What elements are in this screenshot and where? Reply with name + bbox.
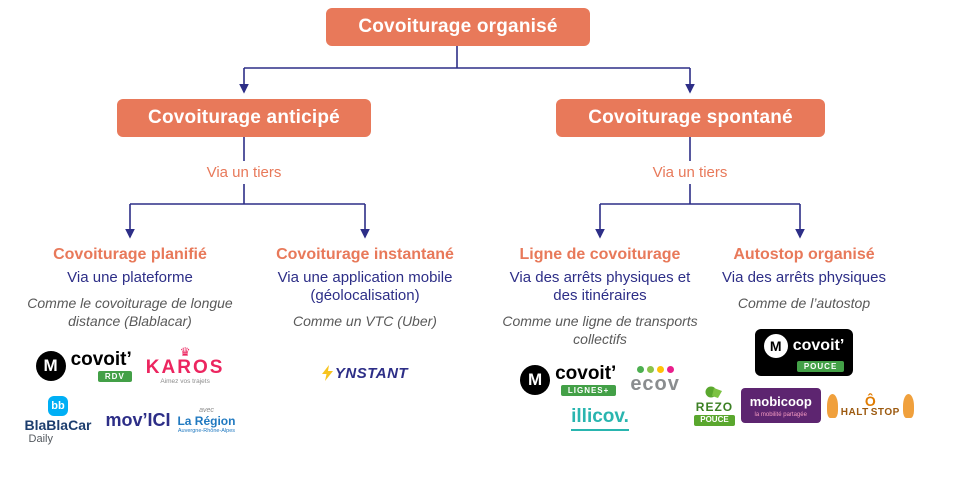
- logo-movici: mov’ICI avec La Région Auvergne-Rhône-Al…: [105, 407, 235, 434]
- rezo-pouce-badge: POUCE: [694, 415, 735, 426]
- crown-icon: ♛: [179, 345, 191, 360]
- leaf-covoiturage-instantane: Covoiturage instantané Via une applicati…: [257, 246, 473, 382]
- logo-ecov: ecov: [630, 366, 680, 394]
- root-node: Covoiturage organisé: [326, 8, 590, 46]
- covoit-rdv-badge: RDV: [97, 371, 132, 383]
- blablacar-daily-label: Daily: [28, 433, 53, 446]
- movici-avec-label: avec: [199, 407, 214, 415]
- logo-illicov: illicov.: [571, 406, 629, 432]
- covoit-pouce-badge: POUCE: [796, 360, 845, 372]
- logo-mobicoop: mobicoop la mobilité partagée: [740, 388, 821, 424]
- thumb-icon: [705, 386, 723, 398]
- logo-rezo-pouce: REZO POUCE: [694, 386, 735, 426]
- mobicoop-tagline: la mobilité partagée: [754, 411, 807, 418]
- logo-covoit-rdv: M covoit’ RDV: [35, 349, 132, 383]
- leaf-example-instantane: Comme un VTC (Uber): [293, 313, 437, 330]
- illicov-wordmark: illicov.: [571, 406, 629, 432]
- leaf-title-instantane: Covoiturage instantané: [276, 246, 454, 263]
- halt-o-letter: Ô: [864, 392, 876, 409]
- leaf-subtitle-ligne: Via des arrêts physiques et des itinérai…: [509, 269, 691, 305]
- leaf-title-planifie: Covoiturage planifié: [53, 246, 207, 263]
- region-subtitle: Auvergne-Rhône-Alpes: [177, 428, 236, 435]
- mobicoop-wordmark: mobicoop: [749, 394, 812, 410]
- leaf-ligne-covoiturage: Ligne de covoiturage Via des arrêts phys…: [496, 246, 704, 432]
- leaf-title-autostop: Autostop organisé: [733, 246, 875, 263]
- leaf-autostop-organise: Autostop organisé Via des arrêts physiqu…: [694, 246, 914, 426]
- ecov-wordmark: ecov: [630, 373, 680, 396]
- logo-ynstant: YNSTANT: [321, 364, 409, 382]
- leaf-example-ligne: Comme une ligne de transports collectifs: [502, 313, 698, 347]
- covoit-wordmark: covoit’: [792, 336, 845, 354]
- blablacar-icon: bb: [47, 395, 68, 416]
- covoit-lignes-badge: LIGNES+: [560, 385, 617, 397]
- logo-blablacar-daily: bb BlaBlaCar Daily: [24, 395, 92, 446]
- leaf-subtitle-instantane: Via une application mobile (géolocalisat…: [277, 269, 453, 305]
- lightning-bolt-icon: [321, 365, 333, 382]
- branch-node-spontane: Covoiturage spontané: [556, 99, 825, 137]
- rezo-wordmark: REZO: [695, 399, 734, 414]
- leaf-subtitle-planifie: Via une plateforme: [67, 269, 193, 287]
- logo-karos: ♛ KAROS Aimez vos trajets: [146, 346, 225, 386]
- logo-covoit-lignes: M covoit’ LIGNES+: [520, 363, 617, 397]
- logo-covoit-pouce: M covoit’ POUCE: [754, 328, 854, 376]
- covoit-m-icon: M: [520, 365, 551, 396]
- ecov-dots-icon: [636, 366, 674, 374]
- halt-word: HALT: [840, 406, 869, 418]
- mascot-left-icon: [826, 393, 838, 418]
- via-tiers-label-right: Via un tiers: [652, 164, 728, 181]
- branch-node-anticipe: Covoiturage anticipé: [117, 99, 371, 137]
- blablacar-wordmark: BlaBlaCar: [24, 416, 92, 433]
- region-wordmark: La Région: [177, 413, 236, 428]
- ynstant-wordmark: YNSTANT: [334, 364, 409, 382]
- covoit-wordmark: covoit’: [555, 363, 617, 385]
- covoit-m-icon: M: [35, 351, 66, 382]
- covoit-wordmark: covoit’: [70, 349, 132, 371]
- region-logo: avec La Région Auvergne-Rhône-Alpes: [177, 407, 235, 434]
- leaf-title-ligne: Ligne de covoiturage: [519, 246, 681, 263]
- via-tiers-label-left: Via un tiers: [206, 164, 282, 181]
- mascot-right-icon: [902, 393, 914, 418]
- stop-word: STOP: [870, 406, 900, 418]
- movici-wordmark: mov’ICI: [105, 410, 171, 431]
- leaf-example-autostop: Comme de l’autostop: [737, 295, 871, 312]
- karos-wordmark: KAROS: [145, 357, 225, 379]
- leaf-example-planifie: Comme le covoiturage de longue distance …: [27, 295, 233, 329]
- covoit-m-icon: M: [763, 333, 788, 358]
- leaf-subtitle-autostop: Via des arrêts physiques: [722, 269, 886, 287]
- leaf-covoiturage-planifie: Covoiturage planifié Via une plateforme …: [22, 246, 238, 445]
- karos-tagline: Aimez vos trajets: [160, 378, 210, 386]
